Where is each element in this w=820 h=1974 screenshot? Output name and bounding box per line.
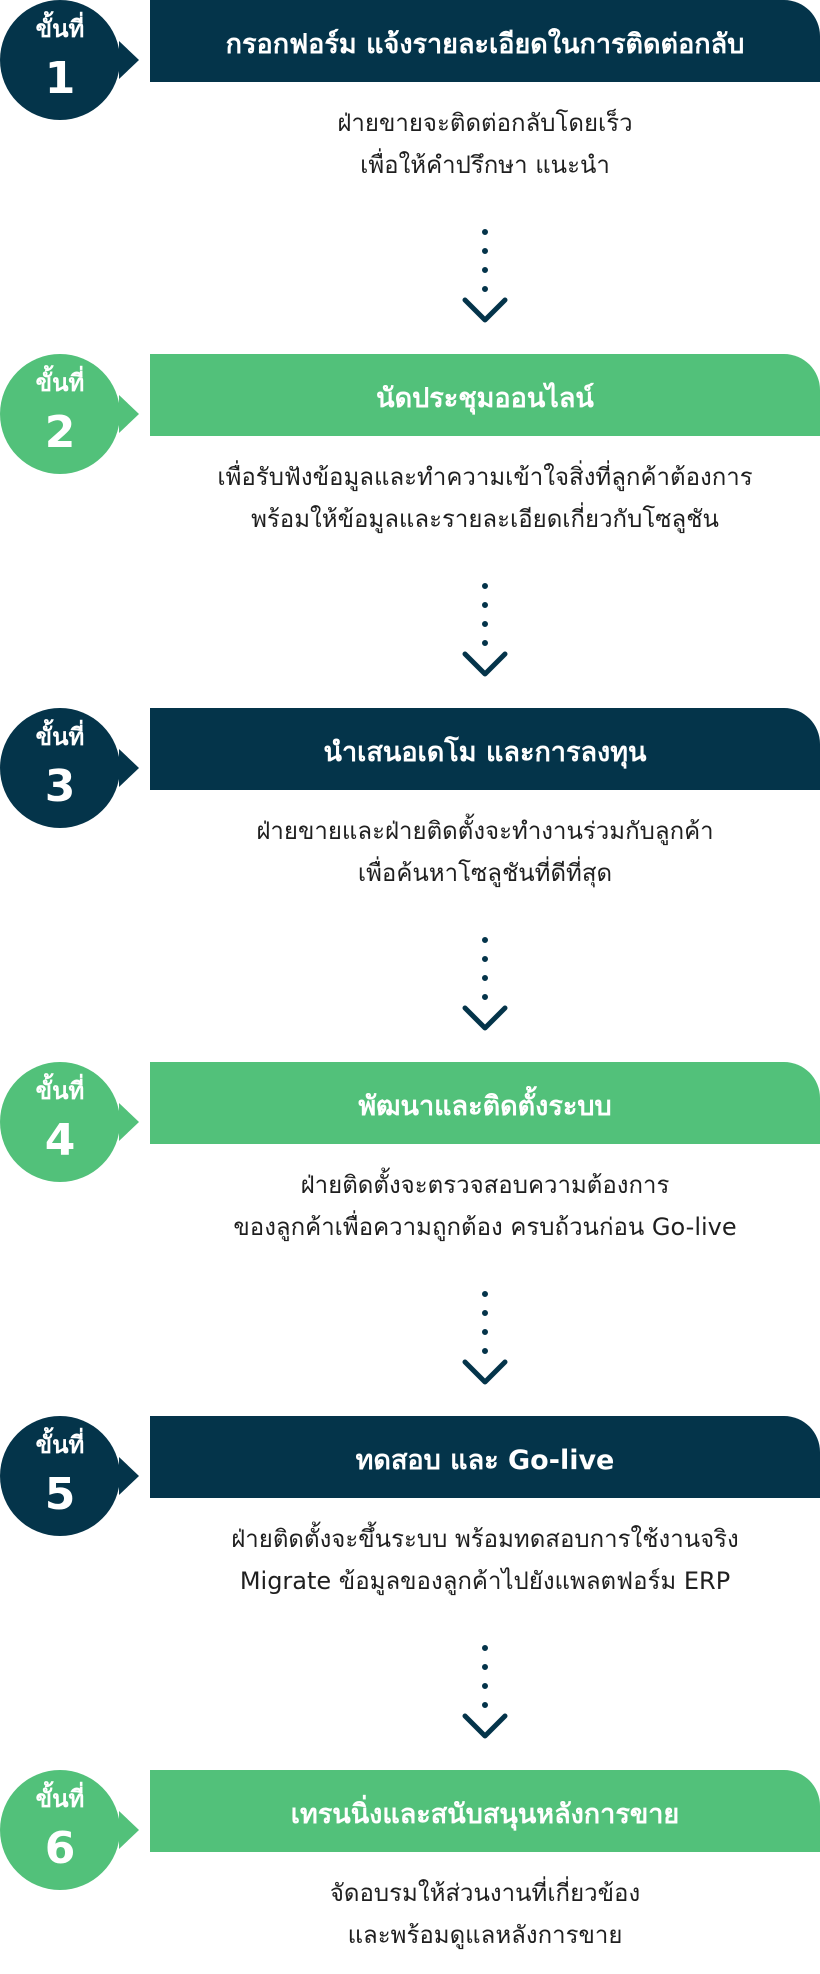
step-4: ขั้นที่ 4 พัฒนาและติดตั้งระบบ ฝ่ายติดตั้… xyxy=(0,1062,820,1417)
step-badge-number: 1 xyxy=(44,53,76,104)
step-badge: ขั้นที่ 4 xyxy=(0,1062,120,1182)
step-title: เทรนนิ่งและสนับสนุนหลังการขาย xyxy=(150,1770,820,1852)
step-3: ขั้นที่ 3 นำเสนอเดโม และการลงทุน ฝ่ายขาย… xyxy=(0,708,820,1063)
chevron-right-icon xyxy=(119,1103,139,1141)
step-badge-number: 5 xyxy=(44,1469,76,1520)
dotted-down-arrow-icon xyxy=(462,229,508,323)
step-title: ทดสอบ และ Go-live xyxy=(150,1416,820,1498)
step-badge-label: ขั้นที่ xyxy=(35,1077,85,1105)
step-1: ขั้นที่ 1 กรอกฟอร์ม แจ้งรายละเอียดในการต… xyxy=(0,0,820,355)
step-badge-label: ขั้นที่ xyxy=(35,15,85,43)
chevron-right-icon xyxy=(119,41,139,79)
step-badge-label: ขั้นที่ xyxy=(35,1431,85,1459)
step-badge: ขั้นที่ 6 xyxy=(0,1770,120,1890)
chevron-right-icon xyxy=(119,395,139,433)
step-description-line: เพื่อให้คำปรึกษา แนะนำ xyxy=(360,151,610,179)
step-description-line: เพื่อค้นหาโซลูชันที่ดีที่สุด xyxy=(357,859,613,887)
step-title: นำเสนอเดโม และการลงทุน xyxy=(150,708,820,790)
step-title: นัดประชุมออนไลน์ xyxy=(150,354,820,436)
step-description-line: ฝ่ายขายจะติดต่อกลับโดยเร็ว xyxy=(337,109,633,137)
step-badge: ขั้นที่ 1 xyxy=(0,0,120,120)
step-badge: ขั้นที่ 2 xyxy=(0,354,120,474)
step-badge-label: ขั้นที่ xyxy=(35,369,85,397)
step-badge-label: ขั้นที่ xyxy=(35,723,85,751)
chevron-right-icon xyxy=(119,749,139,787)
step-description-line: ฝ่ายติดตั้งจะขึ้นระบบ พร้อมทดสอบการใช้งา… xyxy=(231,1525,739,1553)
dotted-down-arrow-icon xyxy=(462,583,508,677)
step-description-line: Migrate ข้อมูลของลูกค้าไปยังแพลตฟอร์ม ER… xyxy=(239,1567,731,1595)
step-6: ขั้นที่ 6 เทรนนิ่งและสนับสนุนหลังการขาย … xyxy=(0,1770,820,1974)
step-description-line: และพร้อมดูแลหลังการขาย xyxy=(347,1921,623,1949)
chevron-right-icon xyxy=(119,1457,139,1495)
step-description-line: ของลูกค้าเพื่อความถูกต้อง ครบถ้วนก่อน Go… xyxy=(233,1213,737,1241)
step-description: ฝ่ายติดตั้งจะขึ้นระบบ พร้อมทดสอบการใช้งา… xyxy=(150,1518,820,1602)
chevron-right-icon xyxy=(119,1811,139,1849)
dotted-down-arrow-icon xyxy=(462,937,508,1031)
step-description: ฝ่ายขายจะติดต่อกลับโดยเร็ว เพื่อให้คำปรึ… xyxy=(150,102,820,186)
step-badge-number: 3 xyxy=(44,761,76,812)
step-title: กรอกฟอร์ม แจ้งรายละเอียดในการติดต่อกลับ xyxy=(150,0,820,82)
step-description: จัดอบรมให้ส่วนงานที่เกี่ยวข้อง และพร้อมด… xyxy=(150,1872,820,1956)
dotted-down-arrow-icon xyxy=(462,1291,508,1385)
step-badge-number: 4 xyxy=(44,1115,76,1166)
step-2: ขั้นที่ 2 นัดประชุมออนไลน์ เพื่อรับฟังข้… xyxy=(0,354,820,709)
step-badge: ขั้นที่ 3 xyxy=(0,708,120,828)
step-badge-number: 2 xyxy=(44,407,76,458)
dotted-down-arrow-icon xyxy=(462,1645,508,1739)
step-description: เพื่อรับฟังข้อมูลและทำความเข้าใจสิ่งที่ล… xyxy=(150,456,820,540)
step-description: ฝ่ายขายและฝ่ายติดตั้งจะทำงานร่วมกับลูกค้… xyxy=(150,810,820,894)
step-description-line: จัดอบรมให้ส่วนงานที่เกี่ยวข้อง xyxy=(329,1879,641,1907)
step-badge: ขั้นที่ 5 xyxy=(0,1416,120,1536)
step-badge-label: ขั้นที่ xyxy=(35,1785,85,1813)
step-description: ฝ่ายติดตั้งจะตรวจสอบความต้องการ ของลูกค้… xyxy=(150,1164,820,1248)
step-badge-number: 6 xyxy=(44,1823,76,1874)
step-5: ขั้นที่ 5 ทดสอบ และ Go-live ฝ่ายติดตั้งจ… xyxy=(0,1416,820,1771)
step-description-line: พร้อมให้ข้อมูลและรายละเอียดเกี่ยวกับโซลู… xyxy=(251,505,719,533)
step-description-line: ฝ่ายติดตั้งจะตรวจสอบความต้องการ xyxy=(300,1171,670,1199)
step-description-line: ฝ่ายขายและฝ่ายติดตั้งจะทำงานร่วมกับลูกค้… xyxy=(256,817,714,845)
step-description-line: เพื่อรับฟังข้อมูลและทำความเข้าใจสิ่งที่ล… xyxy=(217,463,753,491)
step-title: พัฒนาและติดตั้งระบบ xyxy=(150,1062,820,1144)
